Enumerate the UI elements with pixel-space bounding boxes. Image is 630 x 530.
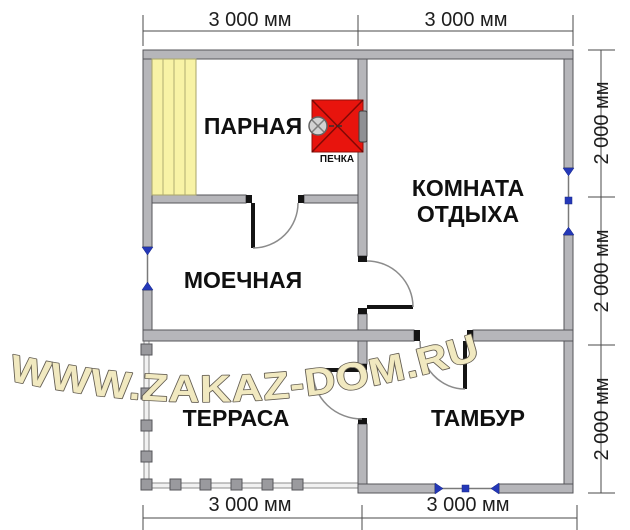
wall-vertical-upper <box>357 58 368 257</box>
wall-vertical-upper-stub <box>357 313 368 332</box>
dim-bottom-left: 3 000 мм <box>208 494 291 516</box>
dim-right-middle: 2 000 мм <box>591 229 613 312</box>
wall-middle-left <box>142 329 415 342</box>
room-label-komnata-line1: КОМНАТА <box>412 175 524 201</box>
door-jambs <box>246 195 473 424</box>
wall-middle-right <box>472 329 574 342</box>
walls <box>142 49 574 494</box>
wall-right-lower <box>563 234 574 494</box>
room-label-moechnaya: МОЕЧНАЯ <box>184 267 302 293</box>
wall-vertical-lower <box>357 423 368 485</box>
wall-left-upper <box>142 58 153 248</box>
dim-right-bottom: 2 000 мм <box>591 377 613 460</box>
terrace-railing <box>140 340 360 491</box>
stove <box>308 99 368 153</box>
wall-parnaya-right <box>303 194 359 204</box>
sauna-bench <box>151 58 197 196</box>
terrace-posts <box>140 343 304 491</box>
wall-top <box>142 49 574 60</box>
wall-right-upper <box>563 58 574 169</box>
dim-top-left: 3 000 мм <box>208 9 291 31</box>
dim-top-right: 3 000 мм <box>424 9 507 31</box>
door-parnaya-moechnaya <box>251 202 299 249</box>
room-label-komnata-line2: ОТДЫХА <box>417 201 519 227</box>
room-label-tambur: ТАМБУР <box>431 405 525 431</box>
stove-chimney <box>358 110 368 143</box>
wall-bottom-right-segment <box>498 483 574 494</box>
window-left-wall <box>141 246 154 291</box>
window-right-wall <box>562 167 575 236</box>
wall-parnaya-left <box>151 194 247 204</box>
stove-label: ПЕЧКА <box>320 154 354 165</box>
door-terrasa-tambur <box>312 368 363 420</box>
room-label-parnaya: ПАРНАЯ <box>204 113 302 139</box>
dim-bottom-right: 3 000 мм <box>426 494 509 516</box>
room-label-terrasa: ТЕРРАСА <box>183 405 290 431</box>
dim-right-top: 2 000 мм <box>591 81 613 164</box>
door-komnata-tambur <box>419 340 467 390</box>
window-tambur-bottom <box>434 482 500 495</box>
door-moechnaya-komnata <box>366 260 414 309</box>
wall-bottom-left-segment <box>357 483 436 494</box>
dimension-lines <box>142 15 615 530</box>
